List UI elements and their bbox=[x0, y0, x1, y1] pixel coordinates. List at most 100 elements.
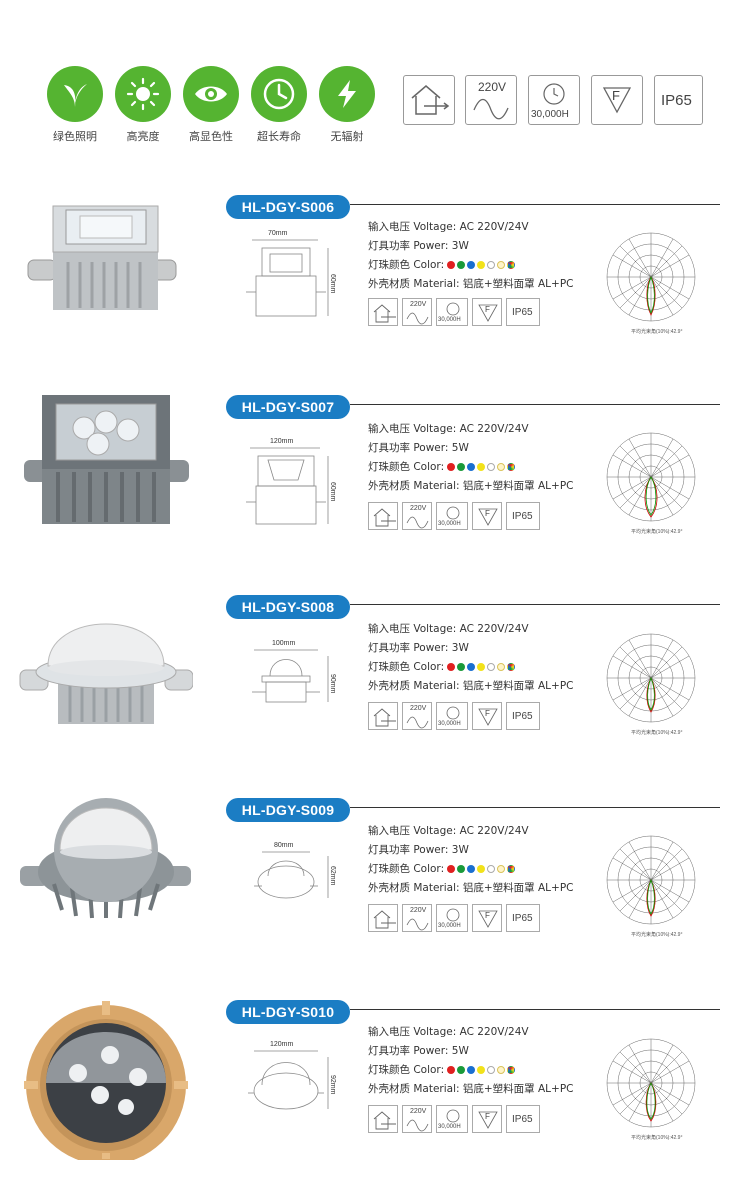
spec-voltage: 输入电压 Voltage: AC 220V/24V bbox=[368, 423, 529, 435]
polar-light-distribution-diagram: 平均光束角(10%):42.9° bbox=[596, 1031, 716, 1156]
voltage-icon: 220V bbox=[402, 702, 432, 730]
color-dot-rgb bbox=[507, 1066, 516, 1074]
color-dot-red bbox=[447, 463, 456, 471]
feature-long-life: 超长寿命 bbox=[249, 66, 309, 144]
spec-voltage: 输入电压 Voltage: AC 220V/24V bbox=[368, 825, 529, 837]
color-dot-white bbox=[487, 261, 496, 269]
spec-material: 外壳材质 Material: 铝底+塑料面罩 AL+PC bbox=[368, 680, 574, 692]
product-section: HL-DGY-S006 70mm 60mm 输入电压 Voltage: AC 2… bbox=[0, 190, 750, 390]
spec-power: 灯具功率 Power: 3W bbox=[368, 844, 469, 856]
polar-light-distribution-diagram: 平均光束角(10%):42.9° bbox=[596, 828, 716, 953]
dimension-drawing: 100mm 90mm bbox=[240, 640, 350, 732]
lifetime-icon: 30,000H bbox=[436, 1105, 468, 1133]
f-mark-label: F bbox=[485, 305, 490, 314]
polar-caption: 平均光束角(10%):42.9° bbox=[631, 730, 683, 736]
dimension-drawing: 120mm 60mm bbox=[240, 438, 350, 530]
indoor-use-icon bbox=[368, 298, 398, 326]
dimension-drawing: 120mm 92mm bbox=[240, 1041, 350, 1133]
color-dot-green bbox=[457, 663, 466, 671]
model-badge: HL-DGY-S010 bbox=[226, 1000, 350, 1024]
indoor-use-icon bbox=[368, 702, 398, 730]
divider bbox=[350, 204, 720, 205]
feature-no-radiation: 无辐射 bbox=[317, 66, 377, 144]
spec-voltage: 输入电压 Voltage: AC 220V/24V bbox=[368, 1026, 529, 1038]
color-dot-warm-white bbox=[497, 261, 506, 269]
dimension-drawing: 80mm 62mm bbox=[240, 842, 350, 934]
f-mark-label: F bbox=[485, 911, 490, 920]
product-section: HL-DGY-S008 100mm 90mm 输入电压 Voltage: AC … bbox=[0, 590, 750, 790]
color-dot-red bbox=[447, 663, 456, 671]
spec-color: 灯珠颜色 Color: bbox=[368, 458, 608, 477]
voltage-label: 220V bbox=[410, 505, 427, 512]
lightning-icon bbox=[319, 66, 375, 122]
ip-rating-icon: IP65 bbox=[506, 702, 540, 730]
color-dot-red bbox=[447, 865, 456, 873]
voltage-icon: 220V bbox=[402, 1105, 432, 1133]
polar-caption: 平均光束角(10%):42.9° bbox=[631, 329, 683, 335]
ip-rating-icon: IP65 bbox=[506, 298, 540, 326]
voltage-icon: 220V bbox=[402, 904, 432, 932]
f-mark-label: F bbox=[612, 88, 620, 103]
spec-material: 外壳材质 Material: 铝底+塑料面罩 AL+PC bbox=[368, 882, 574, 894]
ip-rating-label: IP65 bbox=[512, 1114, 533, 1125]
feature-label: 高显色性 bbox=[189, 130, 233, 143]
voltage-label: 220V bbox=[478, 80, 507, 94]
color-dot-blue bbox=[467, 663, 476, 671]
spec-color-label: 灯珠颜色 Color: bbox=[368, 259, 445, 271]
color-dot-yellow bbox=[477, 865, 486, 873]
spec-power: 灯具功率 Power: 5W bbox=[368, 1045, 469, 1057]
voltage-icon: 220V bbox=[402, 298, 432, 326]
voltage-label: 220V bbox=[410, 301, 427, 308]
lifetime-icon: 30,000H bbox=[436, 904, 468, 932]
lifetime-label: 30,000H bbox=[438, 1124, 461, 1130]
color-dot-rgb bbox=[507, 663, 516, 671]
spec-list: 输入电压 Voltage: AC 220V/24V 灯具功率 Power: 5W… bbox=[368, 420, 608, 496]
spec-material: 外壳材质 Material: 铝底+塑料面罩 AL+PC bbox=[368, 1083, 574, 1095]
color-dot-rgb bbox=[507, 865, 516, 873]
spec-power: 灯具功率 Power: 3W bbox=[368, 642, 469, 654]
feature-high-brightness: 高亮度 bbox=[113, 66, 173, 144]
color-dot-blue bbox=[467, 865, 476, 873]
lifetime-label: 30,000H bbox=[438, 317, 461, 323]
f-mark-label: F bbox=[485, 1112, 490, 1121]
spec-power: 灯具功率 Power: 5W bbox=[368, 442, 469, 454]
indoor-use-icon bbox=[368, 1105, 398, 1133]
color-dot-red bbox=[447, 261, 456, 269]
feature-high-cri: 高显色性 bbox=[181, 66, 241, 144]
model-badge: HL-DGY-S007 bbox=[226, 395, 350, 419]
voltage-label: 220V bbox=[410, 1108, 427, 1115]
color-dot-blue bbox=[467, 261, 476, 269]
feature-label: 无辐射 bbox=[330, 130, 364, 143]
sun-icon bbox=[115, 66, 171, 122]
color-dot-yellow bbox=[477, 663, 486, 671]
divider bbox=[350, 807, 720, 808]
lifetime-icon: 30,000H bbox=[436, 298, 468, 326]
ip-rating-label: IP65 bbox=[512, 711, 533, 722]
product-section: HL-DGY-S009 80mm 62mm 输入电压 Voltage: AC 2… bbox=[0, 792, 750, 992]
voltage-icon: 220V bbox=[465, 75, 517, 125]
divider bbox=[350, 404, 720, 405]
spec-color-label: 灯珠颜色 Color: bbox=[368, 461, 445, 473]
spec-color: 灯珠颜色 Color: bbox=[368, 658, 608, 677]
color-dot-red bbox=[447, 1066, 456, 1074]
spec-material: 外壳材质 Material: 铝底+塑料面罩 AL+PC bbox=[368, 278, 574, 290]
ip-rating-icon: IP65 bbox=[506, 1105, 540, 1133]
spec-material: 外壳材质 Material: 铝底+塑料面罩 AL+PC bbox=[368, 480, 574, 492]
ip-rating-label: IP65 bbox=[512, 913, 533, 924]
lifetime-icon: 30,000H bbox=[436, 502, 468, 530]
color-dot-yellow bbox=[477, 1066, 486, 1074]
indoor-use-icon bbox=[368, 502, 398, 530]
width-label: 120mm bbox=[270, 1041, 294, 1048]
spec-color: 灯珠颜色 Color: bbox=[368, 860, 608, 879]
width-label: 100mm bbox=[272, 640, 296, 647]
polar-caption: 平均光束角(10%):42.9° bbox=[631, 932, 683, 938]
color-dot-warm-white bbox=[497, 1066, 506, 1074]
color-dot-white bbox=[487, 663, 496, 671]
width-label: 120mm bbox=[270, 438, 294, 445]
f-mark-icon: F bbox=[472, 502, 502, 530]
polar-light-distribution-diagram: 平均光束角(10%):42.9° bbox=[596, 225, 716, 350]
product-photo bbox=[18, 190, 193, 340]
color-dot-white bbox=[487, 1066, 496, 1074]
f-mark-icon: F bbox=[472, 1105, 502, 1133]
divider bbox=[350, 604, 720, 605]
